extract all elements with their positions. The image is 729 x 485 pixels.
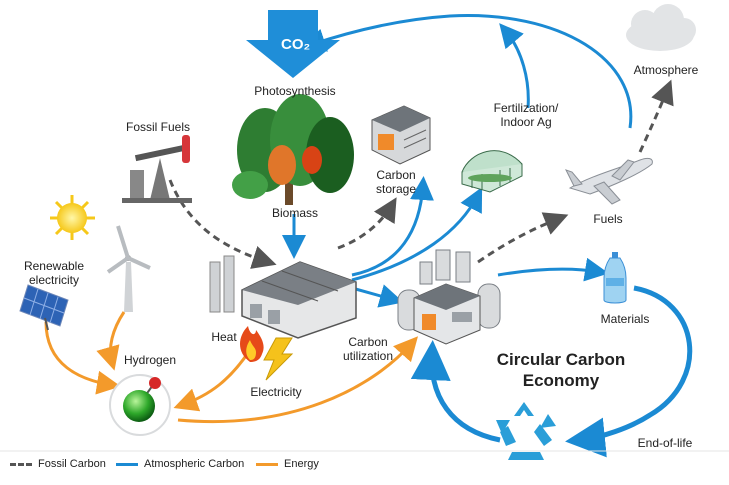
legend-item-energy: Energy xyxy=(256,458,319,470)
wind-turbine-icon xyxy=(106,225,151,312)
circular-carbon-economy-title: Circular Carbon Economy xyxy=(486,349,636,391)
carbon-storage-line1: Carbon xyxy=(376,168,416,182)
cloud-icon xyxy=(626,4,696,51)
renewable-line2: electricity xyxy=(28,273,79,287)
oil-pump-icon xyxy=(122,135,192,203)
electricity-label: Electricity xyxy=(250,385,302,399)
flame-icon xyxy=(240,326,264,362)
legend-fossil-swatch xyxy=(10,462,32,466)
solar-panel-icon xyxy=(19,284,69,331)
legend-energy-swatch xyxy=(256,462,278,466)
hydrogen-label: Hydrogen xyxy=(123,353,177,367)
tree-icon xyxy=(232,94,354,205)
carbon-storage-building-icon xyxy=(371,105,431,165)
renewable-electricity-label: Renewable electricity xyxy=(14,259,94,287)
refinery-icon xyxy=(397,249,501,345)
bottle-icon xyxy=(603,252,627,304)
co2-arrow-icon xyxy=(246,10,340,78)
legend: Fossil Carbon Atmospheric Carbon Energy xyxy=(10,456,360,476)
carbon-utilization-label: Carbon utilization xyxy=(336,335,400,363)
carbon-util-line1: Carbon xyxy=(348,335,388,349)
legend-atmospheric-label: Atmospheric Carbon xyxy=(144,458,245,470)
factory-icon xyxy=(209,255,357,339)
airplane-icon xyxy=(565,157,653,205)
energy-arrows xyxy=(44,311,419,424)
atmosphere-label: Atmosphere xyxy=(633,63,699,77)
circular-line2: Economy xyxy=(522,371,600,390)
atmospheric-arrows xyxy=(282,14,693,458)
heat-label: Heat xyxy=(211,330,237,344)
legend-fossil-label: Fossil Carbon xyxy=(38,458,106,470)
carbon-util-line2: utilization xyxy=(342,349,394,363)
circular-line1: Circular Carbon xyxy=(496,350,626,369)
biomass-label: Biomass xyxy=(271,206,318,220)
fossil-fuels-label: Fossil Fuels xyxy=(125,120,190,134)
renewable-line1: Renewable xyxy=(23,259,85,273)
legend-atmospheric-swatch xyxy=(116,462,138,466)
photosynthesis-label: Photosynthesis xyxy=(254,84,336,98)
carbon-storage-line2: storage xyxy=(375,182,417,196)
fertilization-line1: Fertilization/ xyxy=(493,101,559,115)
fossil-arrows xyxy=(168,79,674,269)
hydrogen-molecule-icon xyxy=(109,374,171,436)
legend-item-fossil: Fossil Carbon xyxy=(10,458,106,470)
fertilization-line2: Indoor Ag xyxy=(500,115,552,129)
greenhouse-icon xyxy=(461,150,523,193)
carbon-storage-label: Carbon storage xyxy=(366,168,426,196)
lightning-icon xyxy=(263,337,294,381)
materials-label: Materials xyxy=(600,312,650,326)
co2-label: CO₂ xyxy=(281,36,311,53)
fuels-label: Fuels xyxy=(593,212,623,226)
end-of-life-label: End-of-life xyxy=(637,436,693,450)
legend-energy-label: Energy xyxy=(284,458,319,470)
recycle-icon xyxy=(496,402,556,460)
legend-item-atmospheric: Atmospheric Carbon xyxy=(116,458,244,470)
sun-icon xyxy=(50,195,95,240)
fertilization-label: Fertilization/ Indoor Ag xyxy=(476,101,576,129)
